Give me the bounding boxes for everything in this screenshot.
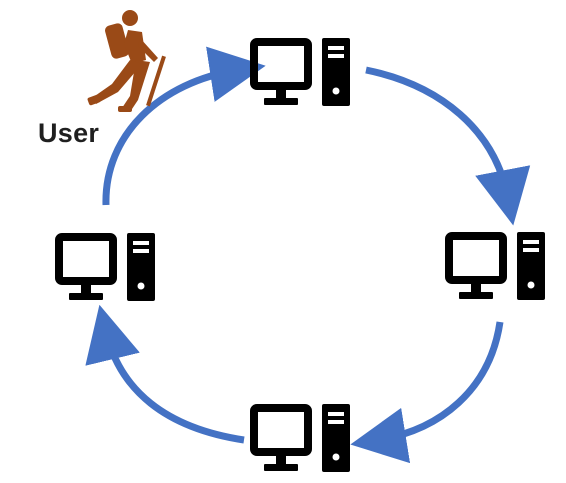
ring-arrows [85, 46, 531, 464]
hiker-user-icon [87, 10, 166, 112]
arrow-left-to-top [102, 46, 266, 206]
arrow-top-to-right [365, 66, 531, 226]
computer-left-icon [59, 233, 155, 301]
user-label: User [38, 118, 100, 148]
computer-right-icon [449, 232, 545, 300]
computer-top-icon [254, 38, 350, 106]
arrow-right-to-bottom [350, 321, 504, 464]
computer-bottom-icon [254, 404, 350, 472]
arrow-bottom-to-left [85, 304, 245, 444]
